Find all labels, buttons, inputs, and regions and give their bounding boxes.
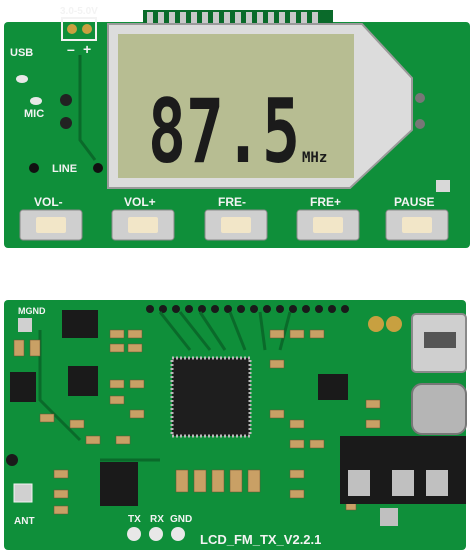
lcd-frequency: 87.5 — [148, 80, 300, 183]
jack-bottom-pad — [380, 508, 398, 526]
vol-plus-label: VOL+ — [124, 195, 156, 209]
usb-label: USB — [10, 47, 33, 59]
mic-pin-top — [60, 94, 72, 106]
vol-plus-button[interactable]: VOL+ — [111, 195, 175, 241]
mic-pin-bottom — [60, 117, 72, 129]
power-label: 3.0-5.0V — [60, 6, 98, 17]
fre-minus-label: FRE- — [218, 195, 246, 209]
ant-label: ANT — [14, 516, 35, 527]
ic-bottom — [100, 462, 138, 506]
power-minus-sign: – — [67, 41, 75, 57]
transistor-left — [10, 372, 36, 402]
fre-plus-label: FRE+ — [310, 195, 341, 209]
lcd-screen — [118, 34, 354, 178]
ant-pad — [13, 483, 33, 503]
power-header — [61, 17, 97, 41]
trace-left — [78, 55, 97, 161]
bottom-hole-left — [6, 454, 18, 466]
board-name: LCD_FM_TX_V2.2.1 — [200, 532, 321, 547]
pause-button[interactable]: PAUSE — [385, 195, 449, 241]
rx-pad — [149, 527, 163, 541]
line-hole-right — [93, 163, 103, 173]
right-pin-top — [415, 93, 425, 103]
top-header-pins — [147, 12, 318, 26]
pause-label: PAUSE — [394, 195, 434, 209]
mgnd-pad — [18, 318, 32, 332]
jack-pin-2 — [392, 470, 414, 496]
mic-label: MIC — [24, 108, 44, 120]
bottom-hole-right2 — [386, 316, 402, 332]
jack-metal — [411, 383, 467, 435]
vol-minus-label: VOL- — [34, 195, 63, 209]
fre-minus-button[interactable]: FRE- — [204, 195, 268, 241]
fre-plus-button[interactable]: FRE+ — [296, 195, 360, 241]
corner-chip — [436, 180, 450, 192]
rx-label: RX — [150, 514, 164, 525]
line-label: LINE — [52, 163, 77, 175]
bottom-hole-right — [368, 316, 384, 332]
usb-led — [16, 75, 28, 83]
right-pin-bottom — [415, 119, 425, 129]
tx-pad — [127, 527, 141, 541]
bottom-board: MGND ANT TX RX GND LCD_FM_TX_V2.2.1 — [4, 300, 467, 550]
mic-led — [30, 97, 42, 105]
tx-label: TX — [128, 514, 141, 525]
power-pin-minus — [67, 24, 77, 34]
vol-minus-button[interactable]: VOL- — [19, 195, 83, 241]
ic-top-left — [62, 310, 98, 338]
mgnd-label: MGND — [18, 306, 46, 316]
ic-left — [68, 366, 98, 396]
power-plus-sign: + — [83, 41, 91, 57]
main-chip — [170, 356, 252, 438]
line-hole-left — [29, 163, 39, 173]
gnd-label: GND — [170, 514, 192, 525]
usb-port — [424, 332, 456, 348]
ic-right — [318, 374, 348, 400]
bottom-header-holes — [146, 305, 349, 313]
jack-pin-1 — [348, 470, 370, 496]
button-row: VOL- VOL+ FRE- FRE+ PAUSE — [19, 195, 449, 241]
lcd-unit: MHz — [302, 150, 327, 166]
gnd-pad — [171, 527, 185, 541]
jack-pin-3 — [426, 470, 448, 496]
top-board: 3.0-5.0V – + USB MIC LINE 87.5 MHz VOL- — [4, 6, 470, 248]
power-pin-plus — [82, 24, 92, 34]
